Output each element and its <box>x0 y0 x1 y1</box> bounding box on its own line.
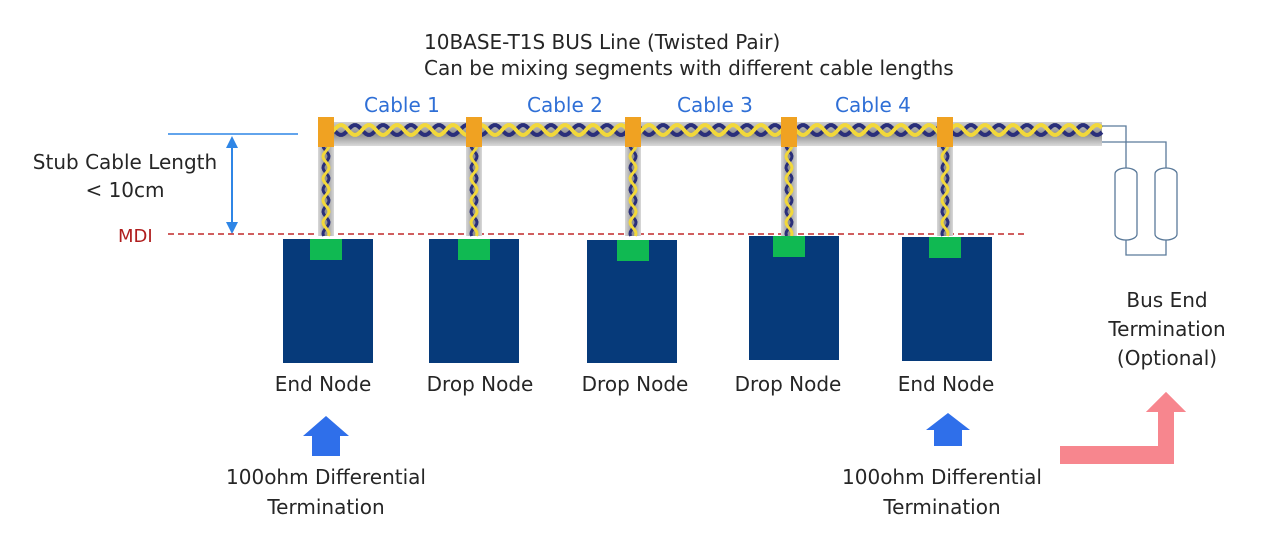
node-label-5: End Node <box>897 372 995 396</box>
bus-wire-yellow <box>318 123 1104 137</box>
stub-wire-blue <box>628 139 638 237</box>
bus-junction <box>937 117 953 147</box>
stub-sheath <box>937 140 953 236</box>
node-label-1: End Node <box>274 372 372 396</box>
diagram-title-line-1: 10BASE-T1S BUS Line (Twisted Pair) <box>424 30 781 54</box>
termination-right-line-2: Termination <box>883 495 1001 519</box>
stub-wire-blue <box>321 139 331 237</box>
bus-end-line-2: Termination <box>1108 317 1226 341</box>
bus-end-resistors <box>1102 125 1178 256</box>
termination-label-right: 100ohm Differential Termination <box>822 462 1062 522</box>
cable-label-2: Cable 2 <box>527 93 603 117</box>
bus-junction <box>781 117 797 147</box>
termination-arrow-right <box>926 413 970 446</box>
stub-length-title: Stub Cable Length <box>32 150 218 174</box>
dimension-arrowhead-top <box>226 136 238 148</box>
bus-end-termination-label: Bus End Termination (Optional) <box>1092 286 1242 373</box>
bus-junction <box>466 117 482 147</box>
bus-junction <box>318 117 334 147</box>
cable-label-1: Cable 1 <box>364 93 440 117</box>
mdi-connector <box>929 237 961 258</box>
stub-wire-yellow <box>628 139 638 237</box>
stub-wire-blue <box>469 139 479 237</box>
stub-sheath <box>318 140 334 236</box>
stub-wire-yellow <box>784 139 794 237</box>
mdi-connector <box>458 239 490 260</box>
nodes <box>283 236 992 363</box>
diagram-title-line-2: Can be mixing segments with different ca… <box>424 56 954 80</box>
bus-twisted-pair <box>318 123 1104 137</box>
stub-wire-blue <box>784 139 794 237</box>
node-label-2: Drop Node <box>426 372 534 396</box>
stub-sheath <box>625 140 641 236</box>
stub-sheath <box>781 140 797 236</box>
mdi-label: MDI <box>118 226 153 247</box>
stub-sheath <box>466 140 482 236</box>
termination-left-line-1: 100ohm Differential <box>226 465 426 489</box>
stub-length-label: Stub Cable Length < 10cm <box>18 148 232 204</box>
dimension-arrowhead-bottom <box>226 222 238 234</box>
bus-junction <box>625 117 641 147</box>
bus-end-line-3: (Optional) <box>1116 346 1218 370</box>
cable-label-4: Cable 4 <box>835 93 911 117</box>
mdi-connector <box>617 240 649 261</box>
node-label-3: Drop Node <box>581 372 689 396</box>
bus-end-line-1: Bus End <box>1126 288 1208 312</box>
termination-arrow-left <box>303 416 349 456</box>
termination-left-line-2: Termination <box>267 495 385 519</box>
termination-right-line-1: 100ohm Differential <box>842 465 1042 489</box>
stub-wire-yellow <box>940 139 950 237</box>
termination-label-left: 100ohm Differential Termination <box>206 462 446 522</box>
stub-cables <box>318 139 953 237</box>
bus-junctions <box>318 117 953 147</box>
stub-wire-yellow <box>469 139 479 237</box>
stub-length-value: < 10cm <box>85 178 165 202</box>
mdi-connector <box>773 236 805 257</box>
node-label-4: Drop Node <box>734 372 842 396</box>
stub-wire-yellow <box>321 139 331 237</box>
cable-label-3: Cable 3 <box>677 93 753 117</box>
stub-wire-blue <box>940 139 950 237</box>
mdi-connector <box>310 239 342 260</box>
